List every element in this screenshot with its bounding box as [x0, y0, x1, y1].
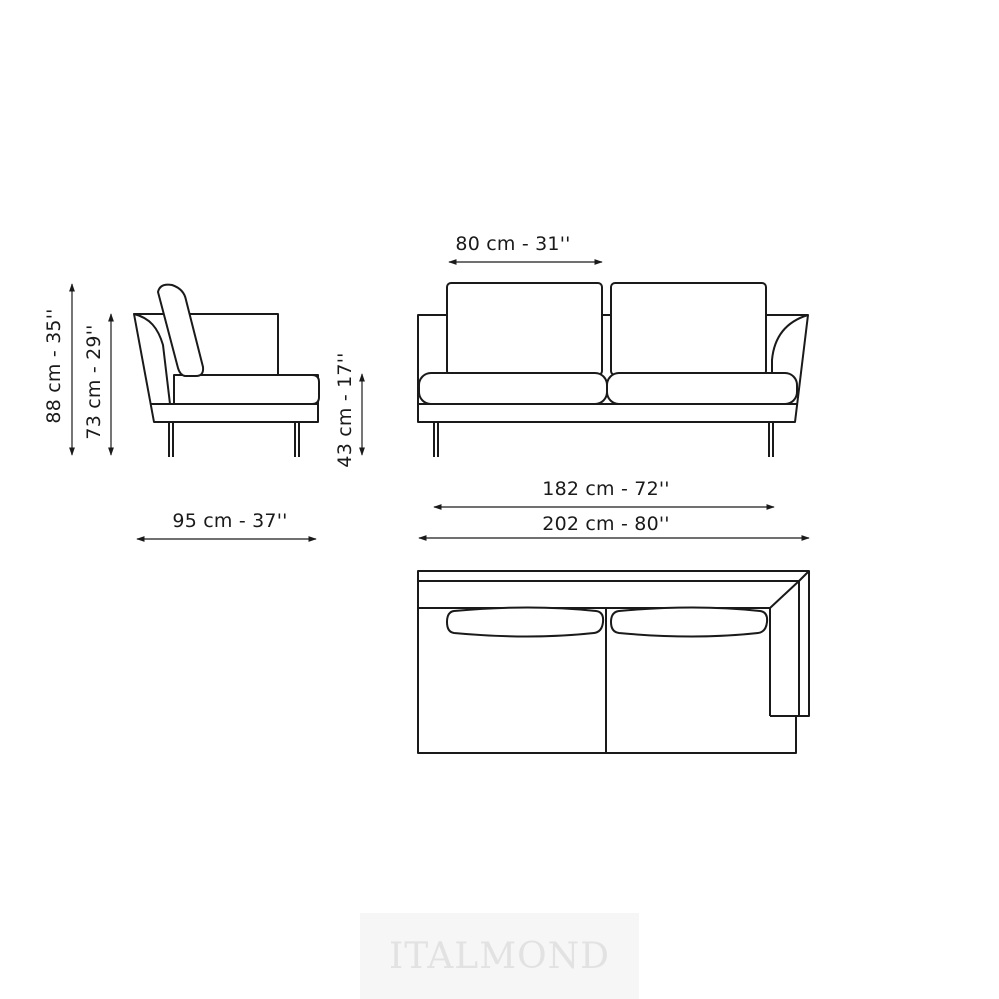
side-seat-cushion: [173, 374, 320, 405]
top-view: [417, 570, 810, 754]
label-seat-height: 43 cm - 17'': [334, 352, 356, 467]
label-back-height: 73 cm - 29'': [83, 324, 105, 439]
top-outline: [417, 570, 810, 754]
label-total-width: 202 cm - 80'': [542, 513, 669, 535]
side-view: [133, 283, 320, 457]
label-total-height: 88 cm - 35'': [43, 308, 65, 423]
front-seat-cushion-right: [606, 372, 798, 405]
watermark-background: [360, 913, 639, 999]
top-back-cushion-left: [446, 606, 605, 638]
top-back-cushion-right: [610, 606, 769, 638]
label-depth: 95 cm - 37'': [172, 510, 287, 532]
front-back-cushion-right: [610, 282, 767, 376]
side-frame: [133, 313, 319, 423]
side-back-cushion: [157, 283, 205, 377]
label-seat-cushion-width: 80 cm - 31'': [455, 233, 570, 255]
label-inner-width: 182 cm - 72'': [542, 478, 669, 500]
front-seat-cushion-left: [418, 372, 608, 405]
front-back-cushion-left: [446, 282, 603, 376]
watermark-logo: ITALMOND: [389, 936, 610, 977]
front-view: [417, 282, 809, 457]
dimension-lines: [69, 259, 810, 542]
